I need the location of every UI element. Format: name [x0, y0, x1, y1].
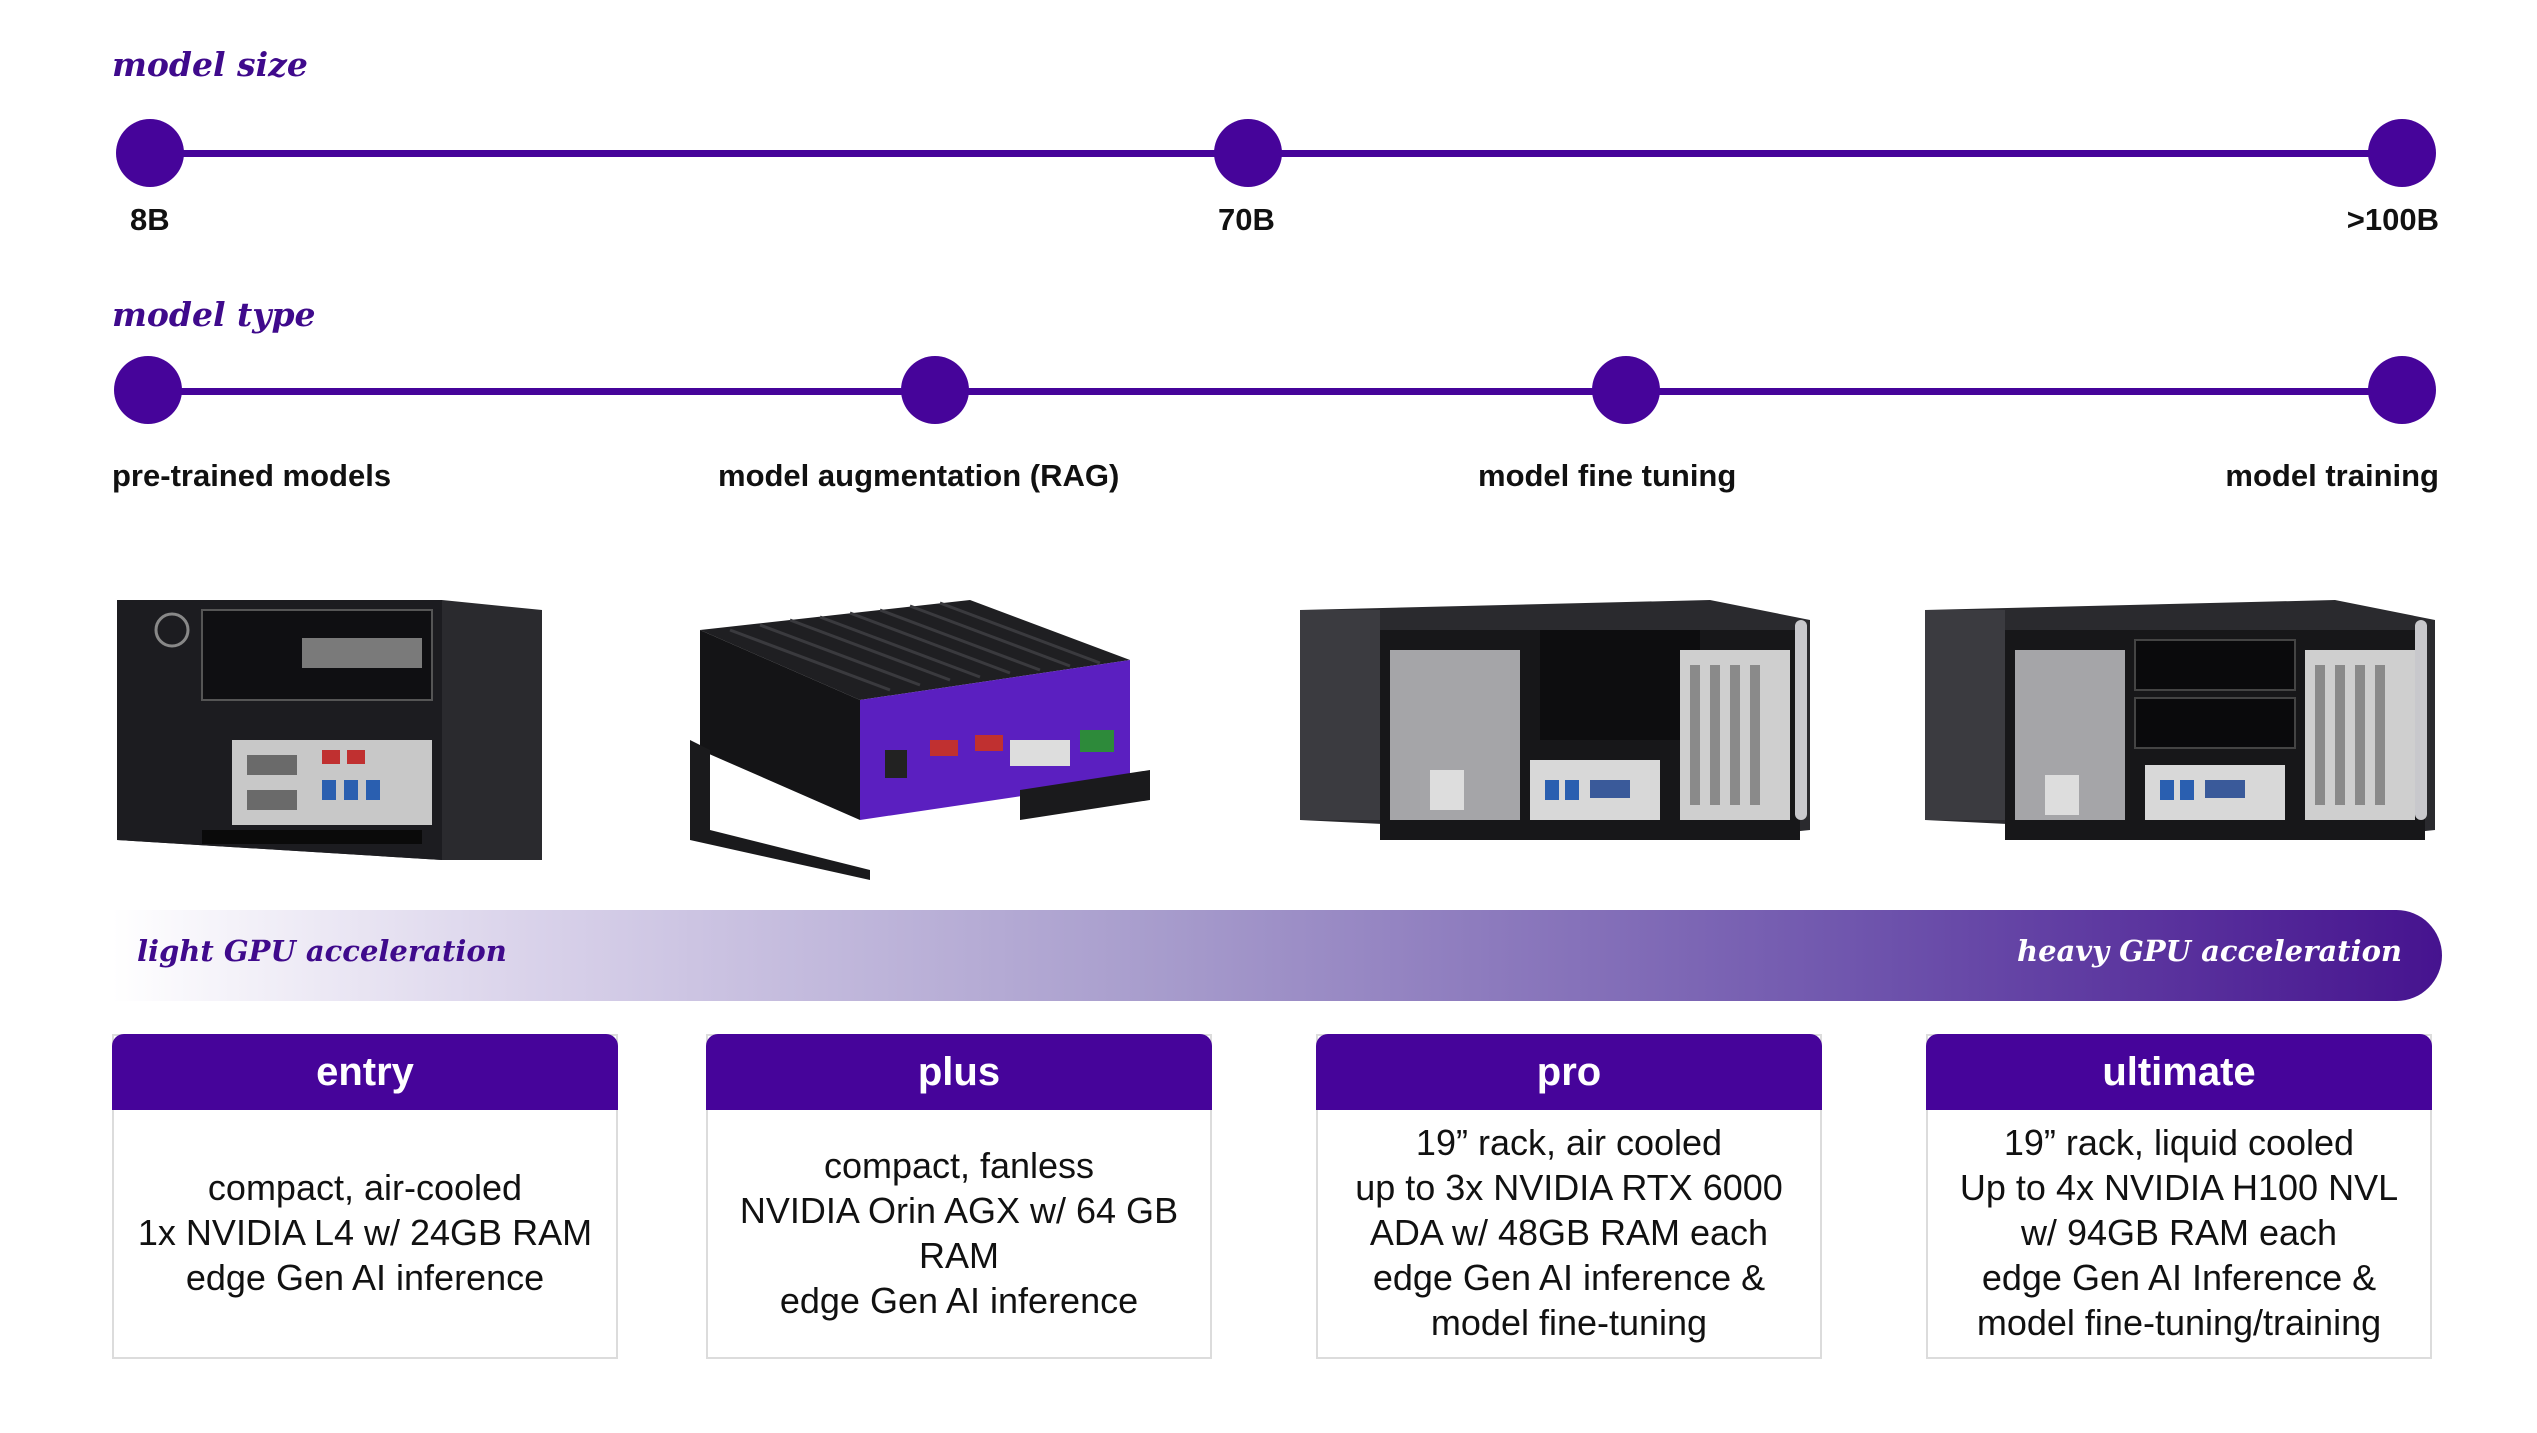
- tier-line: RAM: [919, 1234, 999, 1276]
- tier-name-pro: pro: [1316, 1034, 1822, 1110]
- model-type-label-finetuning: model fine tuning: [1478, 458, 1737, 493]
- tier-name-entry: entry: [112, 1034, 618, 1110]
- model-size-label-8b: 8B: [130, 202, 170, 237]
- tier-card-entry: entry compact, air-cooled 1x NVIDIA L4 w…: [112, 1034, 618, 1359]
- model-type-label-training: model training: [2225, 458, 2439, 493]
- tier-line: edge Gen AI Inference &: [1981, 1257, 2377, 1298]
- model-type-point-pretrained: [114, 356, 182, 424]
- tier-line: NVIDIA Orin AGX w/ 64 GB: [739, 1189, 1179, 1231]
- tier-line: 19” rack, liquid cooled: [2003, 1122, 2355, 1163]
- tier-line: compact, fanless: [823, 1144, 1095, 1186]
- model-type-title: model type: [112, 295, 316, 334]
- tier-card-pro: pro 19” rack, air cooled up to 3x NVIDIA…: [1316, 1034, 1822, 1359]
- tier-line: ADA w/ 48GB RAM each: [1369, 1212, 1769, 1253]
- model-size-point-70b: [1214, 119, 1282, 187]
- tier-line: 19” rack, air cooled: [1415, 1122, 1723, 1163]
- model-size-label-100b: >100B: [2346, 202, 2439, 237]
- tier-card-plus: plus compact, fanless NVIDIA Orin AGX w/…: [706, 1034, 1212, 1359]
- tier-line: model fine-tuning: [1430, 1302, 1708, 1343]
- model-type-track: [150, 388, 2396, 395]
- tier-line: edge Gen AI inference: [779, 1279, 1139, 1321]
- model-type-point-training: [2368, 356, 2436, 424]
- pro-device-image: [1300, 600, 1810, 840]
- model-type-point-finetuning: [1592, 356, 1660, 424]
- tier-card-ultimate: ultimate 19” rack, liquid cooled Up to 4…: [1926, 1034, 2432, 1359]
- tier-line: edge Gen AI inference: [185, 1257, 545, 1298]
- model-size-point-8b: [116, 119, 184, 187]
- model-size-title: model size: [112, 45, 308, 84]
- plus-device-image: [690, 600, 1150, 880]
- tier-description-ultimate: 19” rack, liquid cooled Up to 4x NVIDIA …: [1928, 1110, 2430, 1355]
- tier-description-entry: compact, air-cooled 1x NVIDIA L4 w/ 24GB…: [114, 1110, 616, 1355]
- tier-name-ultimate: ultimate: [1926, 1034, 2432, 1110]
- gpu-acceleration-bar: light GPU acceleration heavy GPU acceler…: [112, 910, 2442, 1001]
- model-type-point-rag: [901, 356, 969, 424]
- entry-device-image: [117, 600, 542, 860]
- tier-line: Up to 4x NVIDIA H100 NVL: [1959, 1167, 2399, 1208]
- tier-description-pro: 19” rack, air cooled up to 3x NVIDIA RTX…: [1318, 1110, 1820, 1355]
- model-type-label-pretrained: pre-trained models: [112, 458, 392, 493]
- model-type-label-rag: model augmentation (RAG): [718, 458, 1120, 493]
- tier-line: 1x NVIDIA L4 w/ 24GB RAM: [137, 1212, 593, 1253]
- tier-line: compact, air-cooled: [207, 1167, 523, 1208]
- tier-line: up to 3x NVIDIA RTX 6000: [1355, 1167, 1783, 1208]
- tier-line: edge Gen AI inference &: [1372, 1257, 1766, 1298]
- ultimate-device-image: [1925, 600, 2435, 840]
- heavy-gpu-acceleration-label: heavy GPU acceleration: [2016, 934, 2402, 968]
- model-size-label-70b: 70B: [1218, 202, 1275, 237]
- light-gpu-acceleration-label: light GPU acceleration: [137, 934, 507, 968]
- tier-line: w/ 94GB RAM each: [2020, 1212, 2338, 1253]
- tier-description-plus: compact, fanless NVIDIA Orin AGX w/ 64 G…: [708, 1110, 1210, 1355]
- tier-line: model fine-tuning/training: [1976, 1302, 2382, 1343]
- model-size-point-100b: [2368, 119, 2436, 187]
- tier-name-plus: plus: [706, 1034, 1212, 1110]
